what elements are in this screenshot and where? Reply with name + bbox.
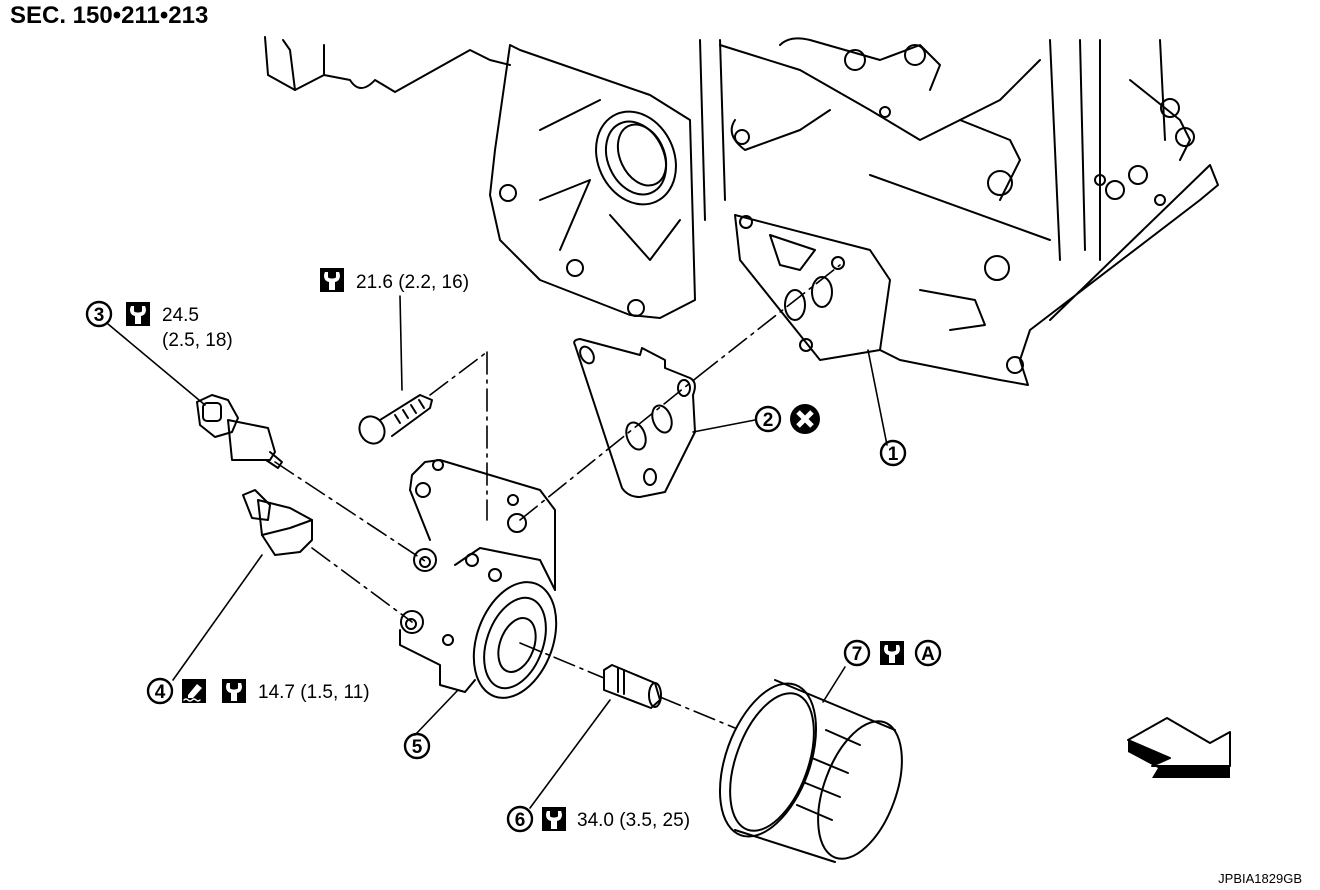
torque-wrench-icon: [542, 807, 566, 831]
callout-5-number: 5: [412, 737, 423, 758]
callout-2-number: 2: [763, 410, 774, 431]
sensor: [196, 394, 283, 469]
figure-id: JPBIA1829GB: [1218, 871, 1302, 886]
callout-4: 4 14.7 (1.5, 11): [146, 677, 370, 705]
bolt-torque: 21.6 (2.2, 16): [320, 268, 469, 293]
note-a-mark: A: [921, 644, 935, 665]
callout-3-number: 3: [94, 305, 105, 326]
callout-7-number: 7: [852, 644, 863, 665]
switch: [242, 489, 313, 556]
section-title: SEC. 150•211•213: [10, 2, 209, 29]
alignment-lines: [274, 264, 841, 729]
gasket: [573, 338, 696, 498]
cylinder-block: [264, 36, 1219, 386]
callout-6: 6 34.0 (3.5, 25): [506, 805, 690, 833]
callout-5: 5: [403, 732, 431, 760]
do-not-reuse-icon: [790, 404, 820, 434]
connector-bolt: [603, 664, 662, 709]
torque-wrench-icon: [222, 679, 246, 703]
oil-filter: [718, 679, 903, 863]
callout-1: 1: [879, 439, 907, 467]
callout-6-number: 6: [515, 810, 526, 831]
oil-filter-bracket: [399, 459, 558, 699]
callout-4-torque: 14.7 (1.5, 11): [258, 682, 370, 703]
torque-wrench-icon: [320, 268, 344, 292]
bolt-torque-value: 21.6 (2.2, 16): [356, 272, 469, 293]
liquid-gasket-icon: [182, 679, 206, 703]
callout-3-torque: 24.5: [162, 305, 199, 326]
torque-wrench-icon: [126, 302, 150, 326]
front-direction-arrow: [1127, 717, 1231, 778]
callout-7: 7 A: [843, 639, 942, 667]
callout-3: 3 24.5 (2.5, 18): [85, 300, 233, 351]
callout-1-number: 1: [888, 444, 899, 465]
callout-3-torque-units: (2.5, 18): [162, 330, 233, 351]
callout-2: 2: [754, 404, 820, 434]
callout-4-number: 4: [155, 682, 166, 703]
callout-6-torque: 34.0 (3.5, 25): [577, 810, 690, 831]
torque-wrench-icon: [880, 641, 904, 665]
bolt: [358, 394, 433, 445]
leader-lines: [107, 295, 888, 809]
